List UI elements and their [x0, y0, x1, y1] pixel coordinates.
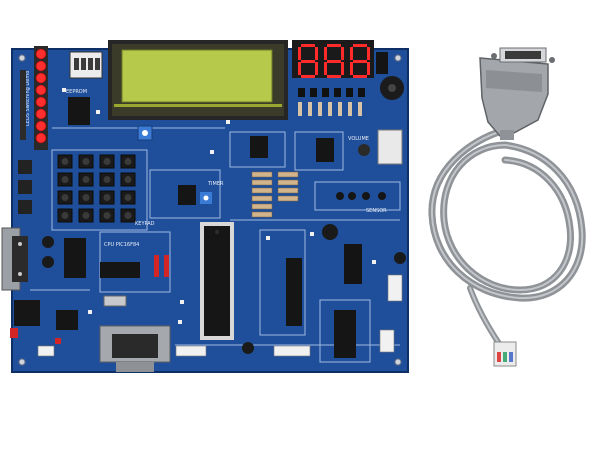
oscillator-crystal	[103, 295, 127, 307]
red-components	[10, 255, 169, 344]
trimmer-pot	[137, 125, 153, 141]
keypad-button-cap	[61, 176, 69, 183]
mounting-holes	[18, 54, 402, 366]
segment	[367, 47, 370, 60]
segment	[327, 75, 341, 78]
keypad-button-cap	[124, 176, 132, 183]
cable-end-connector	[493, 341, 517, 367]
keypad-button-cap	[103, 194, 111, 201]
segment	[341, 47, 344, 60]
segment	[353, 60, 367, 63]
keypad-button-cap	[61, 194, 69, 201]
resistor-bank-center	[251, 171, 299, 218]
segment	[298, 62, 301, 75]
smd-components	[62, 88, 376, 324]
segment	[367, 62, 370, 75]
transistor-row	[298, 88, 365, 97]
timer-label: TIMER	[207, 181, 224, 187]
sensor-components	[336, 192, 386, 200]
segment	[341, 62, 344, 75]
segment	[315, 62, 318, 75]
segment	[353, 75, 367, 78]
display-resistors	[298, 102, 362, 116]
white-headers	[37, 274, 403, 357]
ic-right	[334, 310, 356, 358]
eeprom-label: EEPROM	[66, 89, 87, 95]
keypad-button-cap	[61, 212, 69, 219]
cable-coil	[428, 126, 586, 348]
segment	[324, 47, 327, 60]
voltage-regulator	[56, 310, 78, 330]
keypad-button-cap	[103, 212, 111, 219]
programming-cable	[428, 47, 586, 367]
db9-bottom-connector	[99, 325, 171, 372]
relay	[377, 129, 403, 165]
seven-segment-digit	[324, 44, 344, 78]
ic-center-right	[286, 258, 302, 326]
side-buttons	[18, 160, 32, 214]
segment	[298, 47, 301, 60]
segment	[315, 47, 318, 60]
segment	[301, 44, 315, 47]
segment	[301, 60, 315, 63]
keypad-button-cap	[82, 176, 90, 183]
lcd-screen	[122, 50, 272, 102]
resistor-array	[20, 70, 26, 140]
segment	[353, 44, 367, 47]
keypad-button-cap	[124, 212, 132, 219]
keypad-button-cap	[82, 158, 90, 165]
keypad	[57, 154, 136, 223]
cpu-label: CPU PIC16F84	[104, 242, 139, 248]
development-board: LEDS Switching Demo EEPROM	[1, 40, 409, 373]
volume-label: VOLUME	[348, 136, 369, 142]
keypad-button-cap	[82, 212, 90, 219]
sensor-header	[316, 138, 334, 162]
voltage-regulator-heatsink	[344, 244, 362, 284]
segment	[350, 62, 353, 75]
segment	[327, 44, 341, 47]
keypad-button-cap	[103, 158, 111, 165]
segment	[301, 75, 315, 78]
keypad-button-cap	[61, 158, 69, 165]
sensor-label: SENSOR	[366, 208, 387, 214]
timer-trimmer	[200, 192, 212, 204]
op-amp-chip	[250, 136, 268, 158]
serial-driver-chip	[64, 238, 86, 278]
db25-connector	[479, 47, 555, 140]
seven-segment-display	[292, 40, 374, 78]
segment	[324, 62, 327, 75]
seven-segment-digits	[298, 44, 370, 78]
eeprom-chip	[68, 97, 90, 125]
led-column	[34, 46, 48, 150]
segment	[350, 47, 353, 60]
keypad-label: KEYPAD	[135, 221, 155, 227]
keypad-button-cap	[124, 194, 132, 201]
volume-pot	[358, 144, 370, 156]
db9-serial-port	[1, 227, 28, 291]
buzzer	[376, 52, 404, 100]
keypad-button-cap	[124, 158, 132, 165]
main-microcontroller	[200, 222, 234, 340]
lcd-module	[108, 40, 288, 120]
seven-segment-digit	[298, 44, 318, 78]
leds-label: LEDS Switching Demo	[25, 71, 31, 126]
electrolytic-caps	[42, 224, 406, 354]
segment	[327, 60, 341, 63]
keypad-button-cap	[103, 176, 111, 183]
timer-chip	[178, 185, 196, 205]
seven-segment-digit	[350, 44, 370, 78]
keypad-button-cap	[82, 194, 90, 201]
pic-cpu-chip	[100, 262, 140, 278]
power-jack	[14, 300, 40, 326]
